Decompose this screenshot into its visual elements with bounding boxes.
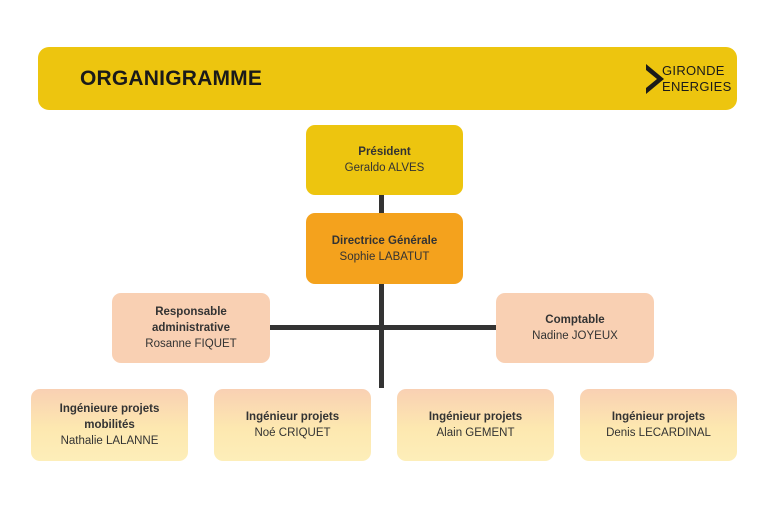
logo-text-line1: GIRONDE: [662, 63, 725, 78]
responsable-role-line1: Responsable: [155, 306, 227, 318]
connector-trunk: [379, 284, 384, 388]
engineer-box-4: Ingénieur projets Denis LECARDINAL: [580, 389, 737, 461]
logo-play-icon: [646, 64, 664, 94]
responsable-name: Rosanne FIQUET: [145, 338, 237, 350]
connector-president-directrice: [379, 194, 384, 214]
comptable-name: Nadine JOYEUX: [532, 330, 618, 342]
directrice-name: Sophie LABATUT: [339, 250, 430, 263]
directrice-box: Directrice Générale Sophie LABATUT: [306, 213, 463, 284]
engineer-box-2: Ingénieur projets Noé CRIQUET: [214, 389, 371, 461]
engineer-role-line1: Ingénieur projets: [245, 411, 340, 423]
engineer-name: Noé CRIQUET: [254, 427, 331, 439]
responsable-role-line2: administrative: [152, 322, 230, 334]
connector-horizontal: [270, 325, 497, 330]
engineer-name: Denis LECARDINAL: [606, 427, 711, 439]
engineer-name: Nathalie LALANNE: [60, 435, 159, 447]
engineer-role-line1: Ingénieure projets: [59, 403, 160, 415]
directrice-role: Directrice Générale: [331, 234, 438, 247]
engineer-name: Alain GEMENT: [436, 427, 515, 439]
president-role: Président: [358, 146, 411, 158]
engineer-role-line1: Ingénieur projets: [428, 411, 523, 423]
page-title: ORGANIGRAMME: [80, 67, 263, 90]
company-logo: GIRONDE ENERGIES: [644, 60, 732, 98]
president-box: Président Geraldo ALVES: [306, 125, 463, 195]
header-banner: ORGANIGRAMME GIRONDE ENERGIES: [38, 47, 737, 110]
comptable-box: Comptable Nadine JOYEUX: [496, 293, 654, 363]
engineer-role-line1: Ingénieur projets: [611, 411, 706, 423]
engineer-box-3: Ingénieur projets Alain GEMENT: [397, 389, 554, 461]
responsable-box: Responsable administrative Rosanne FIQUE…: [112, 293, 270, 363]
comptable-role: Comptable: [545, 314, 605, 326]
engineer-box-1: Ingénieure projets mobilités Nathalie LA…: [31, 389, 188, 461]
president-name: Geraldo ALVES: [344, 162, 425, 174]
logo-text-line2: ENERGIES: [662, 79, 732, 94]
engineer-role-line2: mobilités: [84, 419, 135, 431]
